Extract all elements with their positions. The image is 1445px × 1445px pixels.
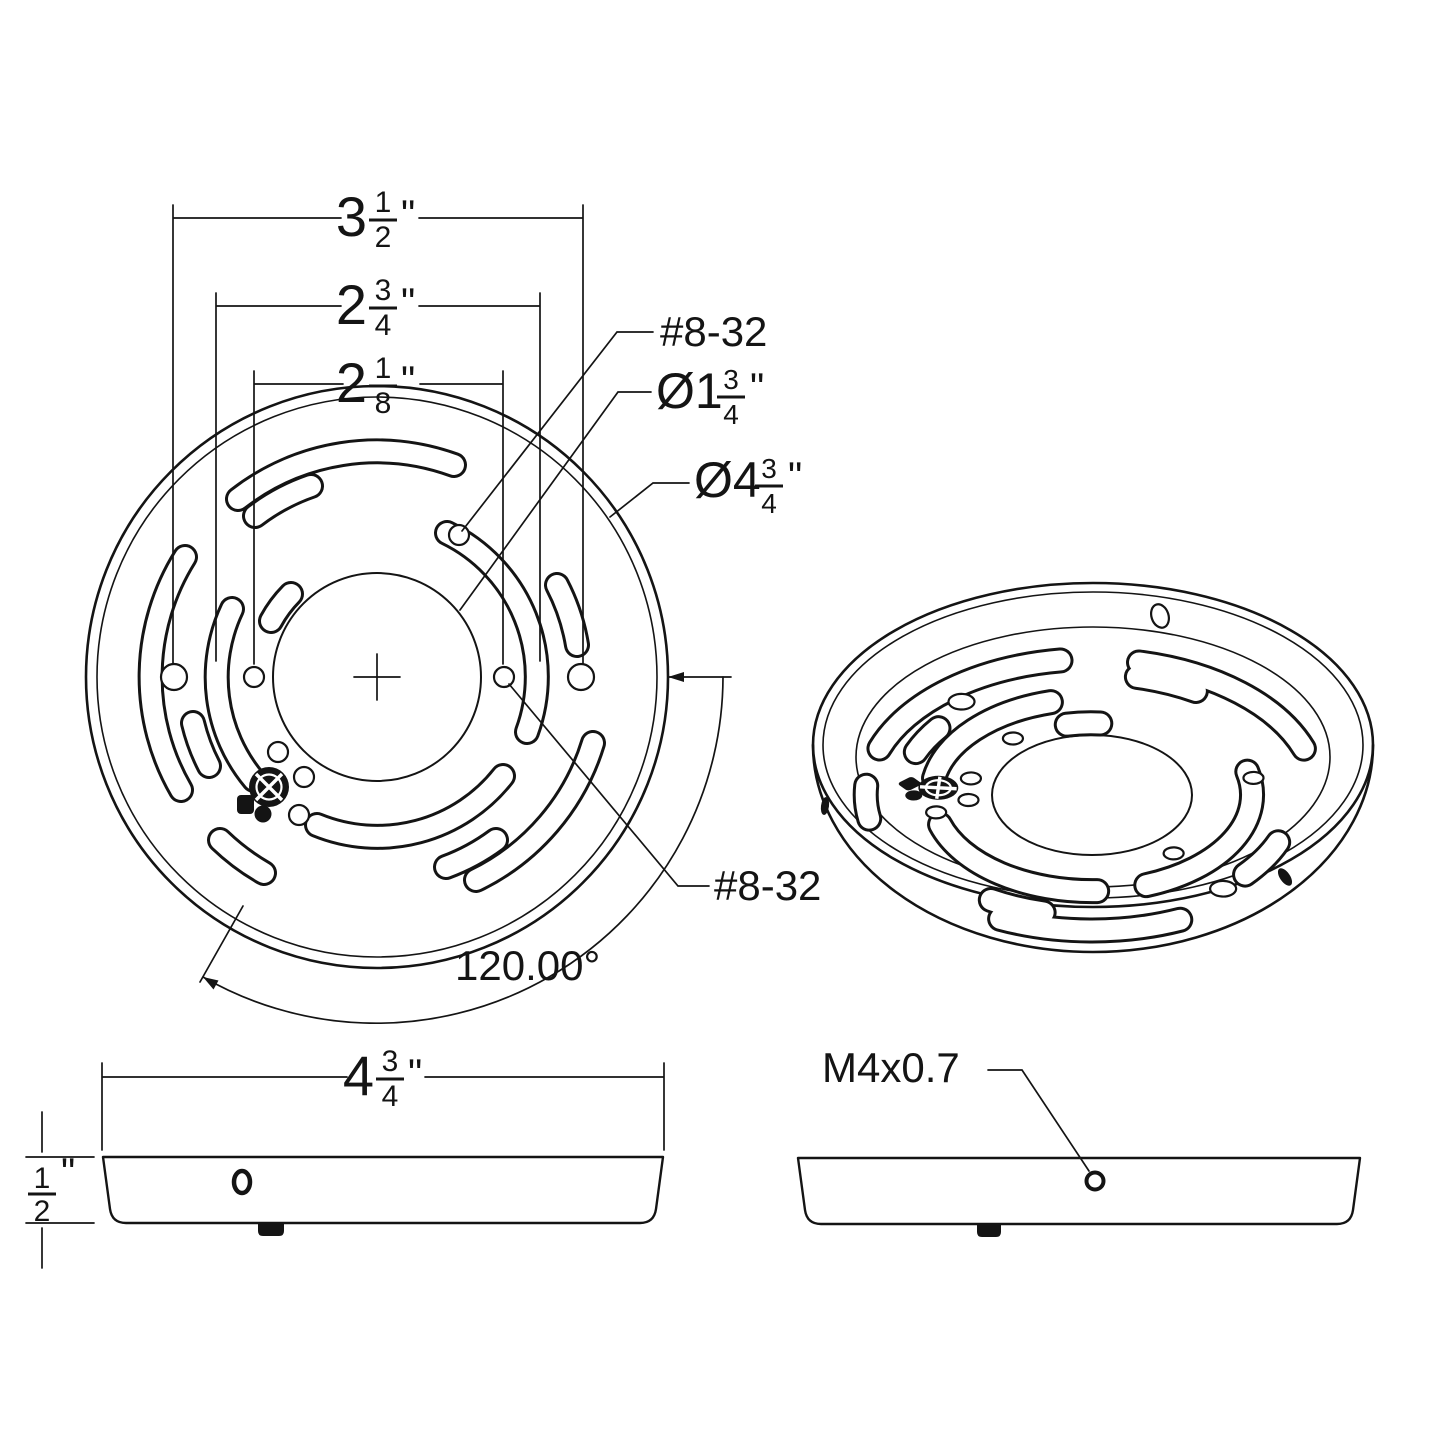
dim-whole: 4 <box>343 1044 374 1107</box>
angle-arrow-left <box>203 977 219 990</box>
iso-wall-hole-left <box>820 797 830 815</box>
dim-numerator: 1 <box>375 186 392 219</box>
dim-2-3-4: 2 3 4 " <box>336 273 415 342</box>
callout-prefix: Ø1 <box>656 363 723 419</box>
dim-denominator: 2 <box>375 221 392 254</box>
dim-2-1-8: 2 1 8 " <box>336 351 415 420</box>
dim-numerator: 3 <box>375 274 392 307</box>
angle-ref-tick <box>199 905 244 983</box>
dim-numerator: 1 <box>375 352 392 385</box>
dim-unit: " <box>61 1151 75 1195</box>
side-profile <box>101 1155 665 1225</box>
leader-outer-diameter <box>609 482 690 518</box>
center-hole <box>272 572 482 782</box>
front-dimension-lines <box>172 204 584 665</box>
side-thread-hole <box>1084 1170 1106 1192</box>
side-width-dimension-lines <box>101 1062 665 1151</box>
side-thread-hole <box>231 1168 253 1196</box>
callout-unit: " <box>750 366 764 410</box>
dim-denominator: 4 <box>375 309 392 342</box>
iso-wall-hole-right <box>1277 868 1293 886</box>
slot-pattern-cutout <box>151 451 593 880</box>
side-view-left: 4 3 4 " 1 2 " <box>25 1044 665 1269</box>
side-screw-nub <box>977 1224 1001 1237</box>
dim-whole: 2 <box>336 351 367 414</box>
angle-label: 120.00° <box>455 942 600 989</box>
dim-numerator: 1 <box>34 1162 51 1195</box>
dim-1-2: 1 2 " <box>28 1151 75 1228</box>
callout-center-hole: Ø1 3 4 " <box>656 363 764 430</box>
center-mark <box>353 653 401 701</box>
front-view: 3 1 2 " 2 3 4 " 2 1 8 " #8-32 Ø1 3 <box>84 185 821 1025</box>
callout-denominator: 4 <box>761 488 777 519</box>
callout-tapped-hole-top: #8-32 <box>660 308 767 355</box>
angle-dimension: 120.00° <box>199 672 732 1025</box>
callout-denominator: 4 <box>723 399 739 430</box>
iso-slot-pattern-cutout <box>791 604 1404 973</box>
side-view-right: M4x0.7 <box>796 1044 1362 1237</box>
callout-unit: " <box>788 455 802 499</box>
dim-numerator: 3 <box>382 1045 399 1078</box>
dim-3-1-2: 3 1 2 " <box>336 185 415 254</box>
iso-rim-hole <box>1150 603 1170 629</box>
dim-whole: 3 <box>336 185 367 248</box>
side-screw-nub <box>258 1223 284 1236</box>
callout-tapped-hole-bottom: #8-32 <box>714 862 821 909</box>
plate-rim-inner-edge <box>96 396 658 958</box>
side-height-dimension-lines <box>25 1111 95 1269</box>
leader-tapped-hole-top <box>461 331 654 532</box>
iso-wall-bottom-edge <box>811 743 1375 954</box>
isometric-view <box>791 581 1404 973</box>
iso-outer-rim <box>811 581 1375 909</box>
angle-arrow-right <box>668 672 684 682</box>
dim-unit: " <box>401 281 415 325</box>
dim-unit: " <box>401 193 415 237</box>
dim-denominator: 4 <box>382 1080 399 1113</box>
callout-outer-diameter: Ø4 3 4 " <box>694 452 802 519</box>
dim-denominator: 2 <box>34 1195 51 1228</box>
dim-denominator: 8 <box>375 387 392 420</box>
iso-center-hole <box>991 734 1193 856</box>
dim-4-3-4: 4 3 4 " <box>343 1044 422 1113</box>
dim-unit: " <box>401 359 415 403</box>
iso-slot-pattern-outline <box>791 604 1404 973</box>
callout-prefix: Ø4 <box>694 452 761 508</box>
callout-numerator: 3 <box>723 364 739 395</box>
angle-arc <box>202 676 724 1025</box>
leader-center-hole <box>459 391 652 611</box>
side-profile <box>796 1156 1362 1226</box>
dim-whole: 2 <box>336 273 367 336</box>
dim-unit: " <box>408 1052 422 1096</box>
leader-thread <box>987 1069 1090 1172</box>
callout-numerator: 3 <box>761 453 777 484</box>
callout-thread: M4x0.7 <box>822 1044 960 1091</box>
leader-tapped-hole-bottom <box>508 683 710 887</box>
